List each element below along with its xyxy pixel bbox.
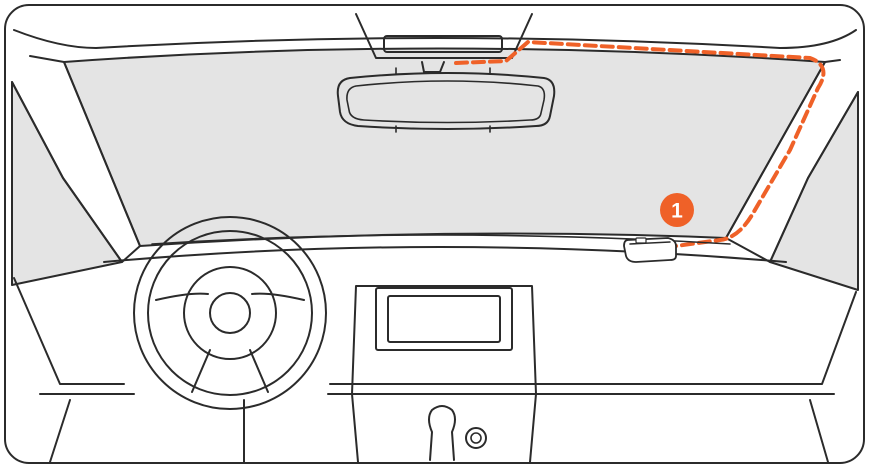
step-badge-label: 1 xyxy=(671,200,683,223)
step-badge: 1 xyxy=(660,193,694,227)
windshield xyxy=(64,49,825,247)
dashcam-unit xyxy=(624,238,676,262)
